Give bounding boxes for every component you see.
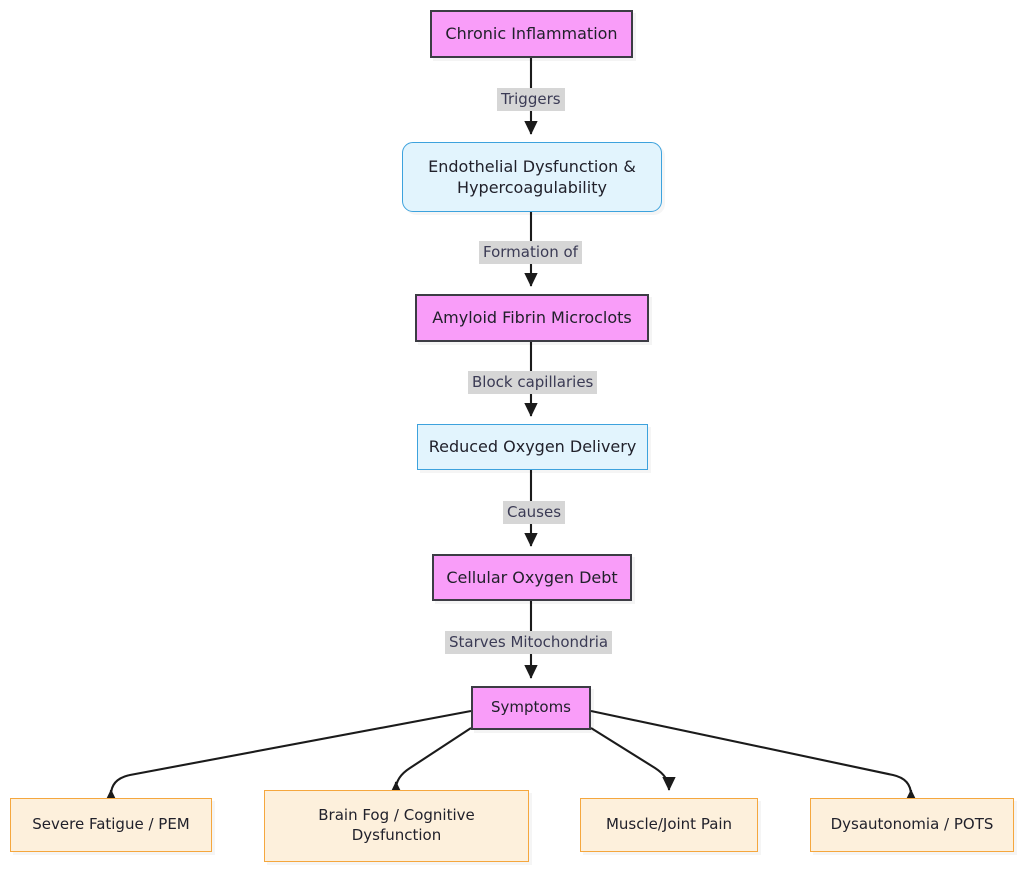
node-brain-fog-cognitive-dysfunction[interactable]: Brain Fog / Cognitive Dysfunction	[264, 790, 529, 862]
node-endothelial-dysfunction[interactable]: Endothelial Dysfunction & Hypercoagulabi…	[402, 142, 662, 212]
node-cellular-oxygen-debt[interactable]: Cellular Oxygen Debt	[432, 554, 632, 601]
edge-label-formation-of: Formation of	[479, 241, 582, 264]
edge-symptoms-to-dysautonomia	[590, 709, 918, 804]
node-symptoms[interactable]: Symptoms	[471, 686, 591, 730]
node-reduced-oxygen-delivery[interactable]: Reduced Oxygen Delivery	[417, 424, 648, 470]
node-severe-fatigue-pem[interactable]: Severe Fatigue / PEM	[10, 798, 212, 852]
node-amyloid-fibrin-microclots[interactable]: Amyloid Fibrin Microclots	[415, 294, 649, 342]
node-dysautonomia-pots[interactable]: Dysautonomia / POTS	[810, 798, 1014, 852]
edge-label-block-capillaries: Block capillaries	[468, 371, 598, 394]
node-chronic-inflammation[interactable]: Chronic Inflammation	[430, 10, 633, 58]
edge-label-causes: Causes	[503, 501, 566, 524]
node-muscle-joint-pain[interactable]: Muscle/Joint Pain	[580, 798, 758, 852]
edge-label-starves-mitochondria: Starves Mitochondria	[445, 631, 613, 654]
edge-symptoms-to-pain	[590, 727, 676, 791]
edge-label-triggers: Triggers	[497, 88, 565, 111]
edge-symptoms-to-brainfog	[389, 727, 472, 796]
edge-symptoms-to-fatigue	[104, 709, 472, 804]
